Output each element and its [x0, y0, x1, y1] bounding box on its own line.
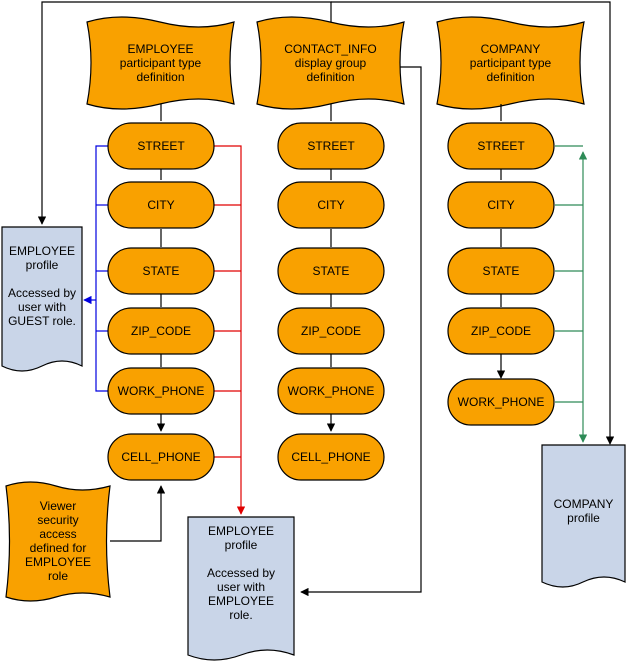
green-connectors — [555, 145, 588, 443]
contact-field-label: CITY — [317, 198, 345, 212]
employee-field-label: STREET — [137, 139, 185, 153]
employee-field-label: CITY — [147, 198, 175, 212]
contact-field-label: ZIP_CODE — [300, 324, 361, 338]
employee-profile-label: EMPLOYEE profile Accessed by user with E… — [206, 524, 276, 622]
red-connectors — [214, 145, 246, 515]
employee-field-label: STATE — [142, 264, 180, 278]
employee-field-cell-phone-node — [107, 433, 215, 481]
company-field-label: ZIP_CODE — [470, 324, 531, 338]
contact-field-cell-phone-node — [277, 433, 385, 481]
company-field-label: CITY — [487, 198, 515, 212]
company-field-street-node — [447, 122, 555, 170]
viewer-security-shape — [5, 481, 111, 602]
company-field-work-phone-node — [447, 378, 555, 426]
contact-header-shape — [256, 16, 405, 110]
contact-field-label: STATE — [312, 264, 350, 278]
company-field-label: STREET — [477, 139, 525, 153]
contact-header-label: CONTACT_INFO display group definition — [284, 42, 377, 84]
company-field-label: STATE — [482, 264, 520, 278]
viewer-security-label: Viewer security access defined for EMPLO… — [24, 499, 92, 583]
employee-profile-shape — [187, 516, 295, 661]
employee-field-street-node — [107, 122, 215, 170]
contact-field-work-phone-node — [277, 367, 385, 415]
contact-field-label: STREET — [307, 139, 355, 153]
contact-field-label: CELL_PHONE — [291, 450, 371, 464]
employee-field-label: WORK_PHONE — [117, 384, 205, 398]
company-field-label: WORK_PHONE — [457, 395, 545, 409]
contact-field-city-node — [277, 181, 385, 229]
guest-profile-shape — [1, 226, 83, 372]
employee-header-label: EMPLOYEE participant type definition — [119, 42, 202, 84]
viewer-connector — [110, 485, 166, 542]
contact-field-zip-code-node — [277, 307, 385, 355]
company-field-city-node — [447, 181, 555, 229]
guest-profile-label: EMPLOYEE profile Accessed by user with G… — [7, 244, 77, 328]
profile-documents — [1, 226, 626, 661]
employee-header-shape — [86, 16, 235, 110]
contact-field-street-node — [277, 122, 385, 170]
company-field-zip-code-node — [447, 307, 555, 355]
header-shapes — [86, 16, 585, 110]
company-profile-label: COMPANY profile — [553, 497, 614, 525]
employee-field-work-phone-node — [107, 367, 215, 415]
employee-field-zip-code-node — [107, 307, 215, 355]
contact-fields — [277, 122, 385, 481]
company-header-label: COMPANY participant type definition — [469, 42, 552, 84]
contact-field-label: WORK_PHONE — [287, 384, 375, 398]
employee-field-city-node — [107, 181, 215, 229]
company-profile-shape — [541, 444, 626, 588]
company-fields — [447, 122, 555, 426]
top-connector — [37, 1, 615, 597]
contact-field-state-node — [277, 247, 385, 295]
employee-fields — [107, 122, 215, 481]
company-header-shape — [436, 16, 585, 110]
column-flow-arrows — [156, 104, 506, 432]
employee-field-label: CELL_PHONE — [121, 450, 201, 464]
employee-field-label: ZIP_CODE — [130, 324, 191, 338]
employee-field-state-node — [107, 247, 215, 295]
company-field-state-node — [447, 247, 555, 295]
